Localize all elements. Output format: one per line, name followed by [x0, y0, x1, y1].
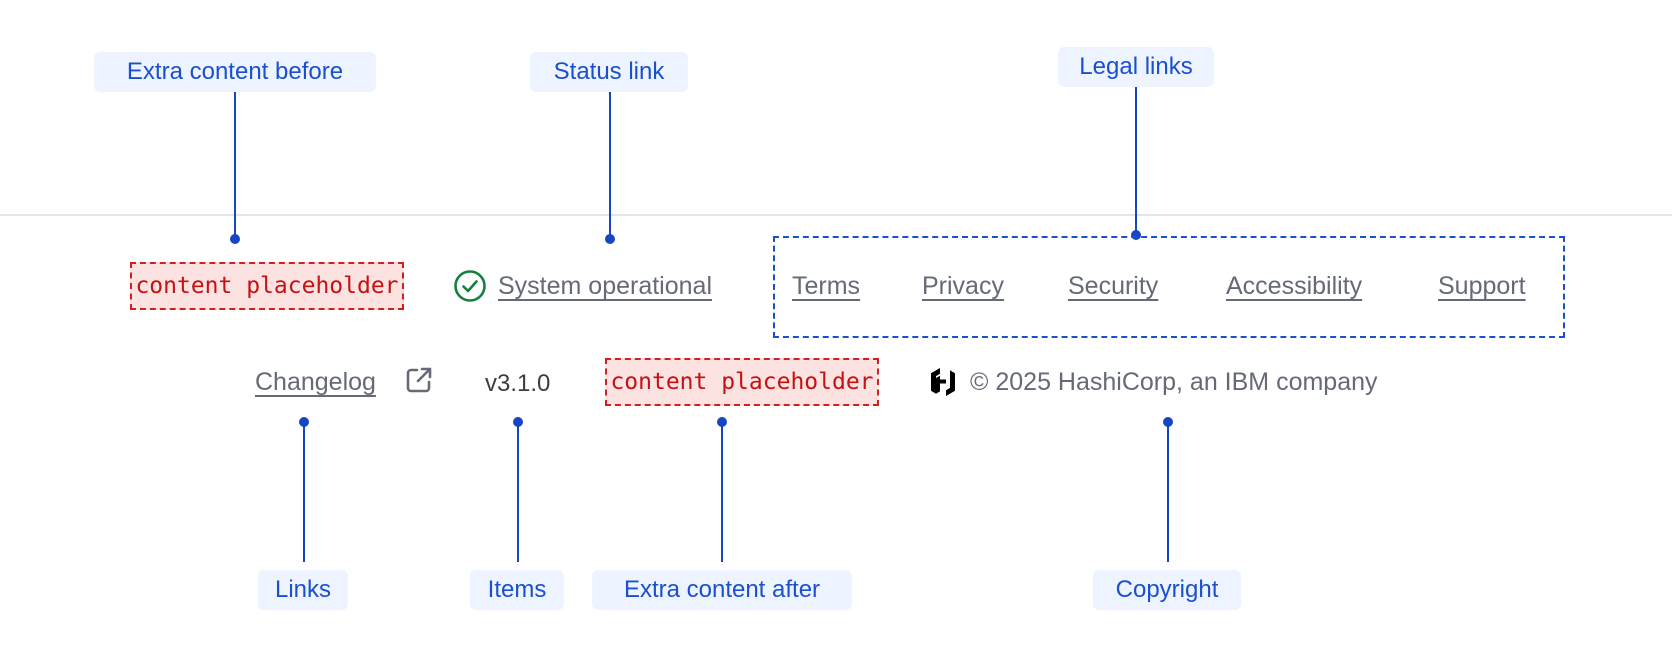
extra-content-after-placeholder: content placeholder: [605, 358, 879, 406]
legal-link-accessibility[interactable]: Accessibility: [1226, 272, 1363, 300]
legal-links-group: [773, 236, 1565, 338]
callout-legal-links: Legal links: [1058, 47, 1214, 87]
copyright-text: © 2025 HashiCorp, an IBM company: [970, 368, 1378, 396]
extra-content-before-placeholder: content placeholder: [130, 262, 404, 310]
changelog-link[interactable]: Changelog: [255, 368, 376, 396]
legal-link-security[interactable]: Security: [1068, 272, 1159, 300]
leader-line-status-link: [609, 92, 611, 240]
callout-copyright: Copyright: [1093, 570, 1241, 610]
callout-extra-content-after: Extra content after: [592, 570, 852, 610]
leader-line-extra-content-after: [721, 422, 723, 562]
legal-link-support[interactable]: Support: [1438, 272, 1526, 300]
leader-dot-status-link: [605, 234, 615, 244]
hashicorp-logo-icon: [928, 366, 958, 398]
leader-line-extra-content-before: [234, 92, 236, 240]
leader-line-links: [303, 422, 305, 562]
callout-links: Links: [258, 570, 348, 610]
external-link-icon[interactable]: [403, 364, 435, 396]
version-item: v3.1.0: [485, 370, 551, 397]
leader-dot-extra-content-before: [230, 234, 240, 244]
callout-status-link: Status link: [530, 52, 688, 92]
check-circle-icon: [453, 269, 487, 303]
leader-line-legal-links: [1135, 87, 1137, 235]
legal-link-privacy[interactable]: Privacy: [922, 272, 1004, 300]
footer-top-divider: [0, 214, 1672, 216]
callout-items: Items: [470, 570, 564, 610]
leader-line-items: [517, 422, 519, 562]
legal-link-terms[interactable]: Terms: [792, 272, 861, 300]
callout-extra-content-before: Extra content before: [94, 52, 376, 92]
leader-dot-legal-links: [1131, 230, 1141, 240]
leader-line-copyright: [1167, 422, 1169, 562]
status-link[interactable]: System operational: [498, 272, 713, 300]
